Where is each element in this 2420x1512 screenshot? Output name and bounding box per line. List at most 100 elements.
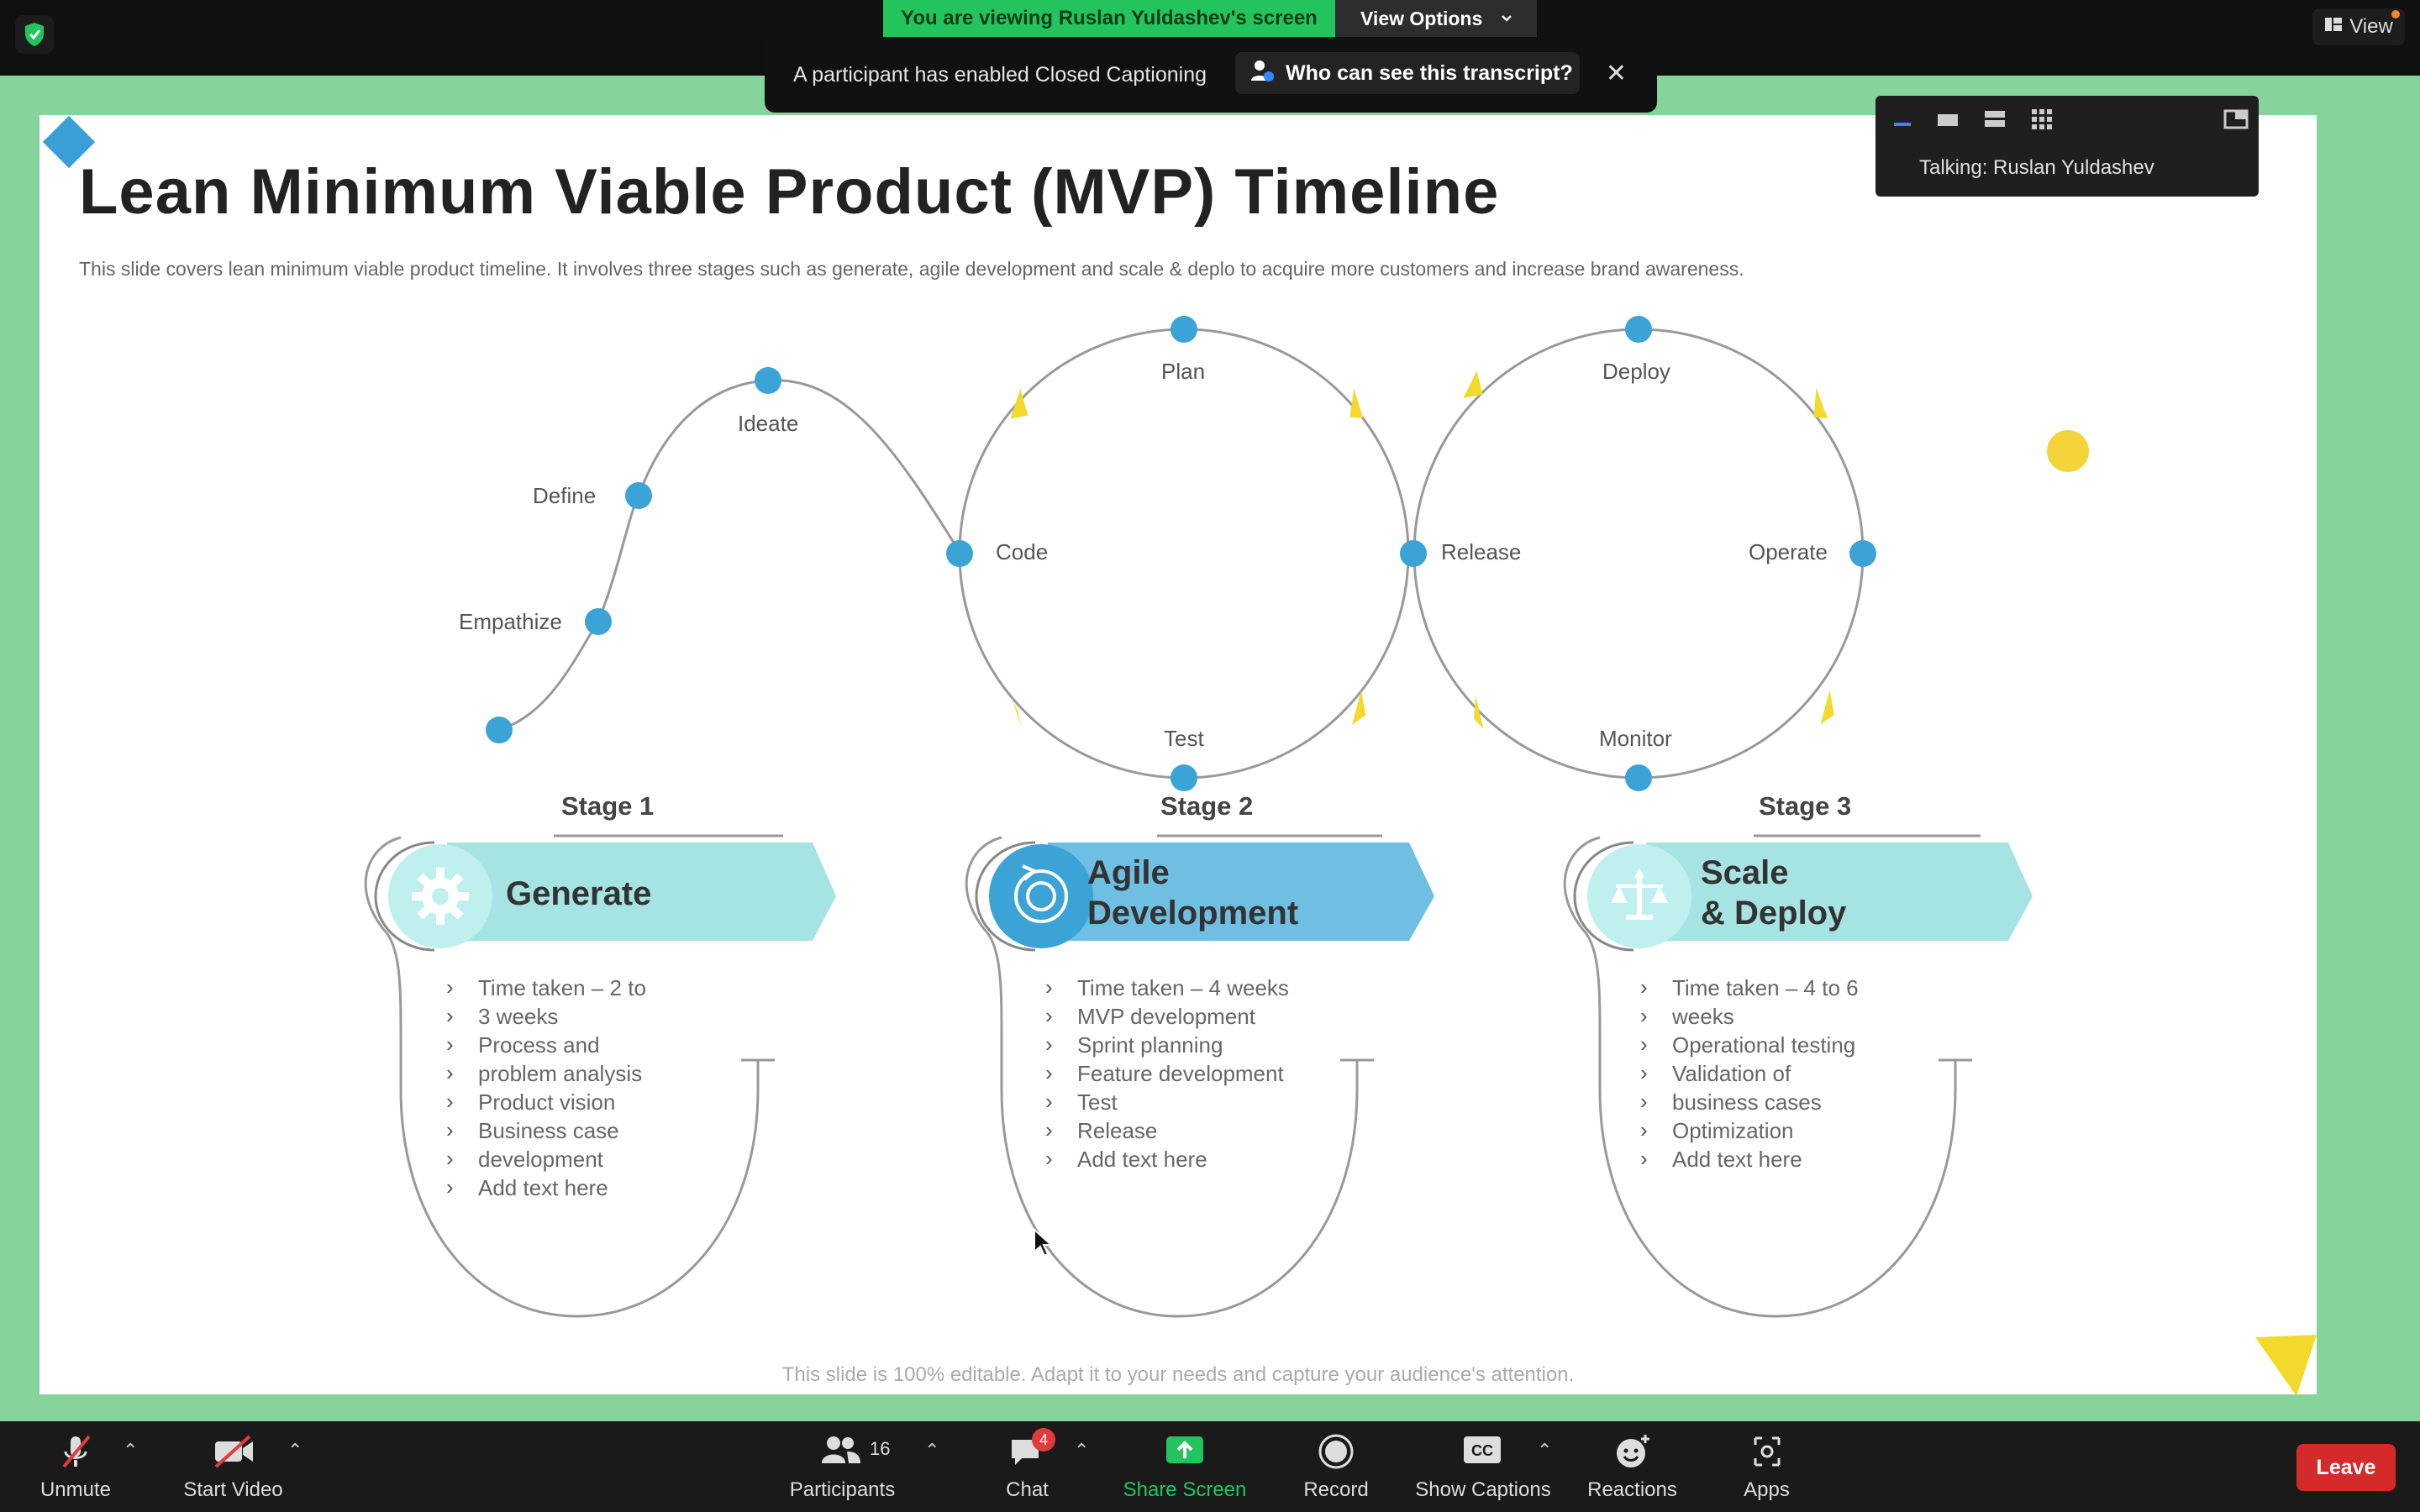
stage3-bullets: Time taken – 4 to 6 weeks Operational te… <box>1637 973 1859 1173</box>
meeting-controls-bar: Unmute ⌃ Start Video ⌃ 16 Participants ⌃… <box>0 1421 2420 1512</box>
list-item: Add text here <box>1637 1144 1859 1173</box>
unmute-label: Unmute <box>39 1478 112 1501</box>
speaker-view-icon[interactable] <box>1938 114 1958 126</box>
share-screen-icon <box>1165 1433 1205 1473</box>
list-item: Sprint planning <box>1042 1030 1289 1059</box>
exit-panel-icon[interactable] <box>2223 109 2249 129</box>
label-release: Release <box>1441 539 1522 564</box>
list-item: MVP development <box>1042 1001 1289 1031</box>
participants-button[interactable]: 16 Participants <box>781 1421 903 1512</box>
stage2-icon-circle <box>989 844 1093 948</box>
closed-captions-icon: CC <box>1462 1433 1504 1473</box>
show-captions-label: Show Captions <box>1415 1478 1551 1501</box>
close-icon[interactable]: ✕ <box>1605 60 1627 87</box>
stage2-bullets: Time taken – 4 weeks MVP development Spr… <box>1042 973 1289 1173</box>
list-item: Operational testing <box>1637 1030 1859 1059</box>
refresh-cycle-icon <box>1014 864 1068 923</box>
view-label: View <box>2349 15 2393 38</box>
label-deploy: Deploy <box>1602 359 1670 384</box>
security-shield-icon[interactable] <box>15 15 54 54</box>
notification-dot <box>2391 10 2400 18</box>
minimize-icon[interactable] <box>1894 123 1911 126</box>
shared-slide: Lean Minimum Viable Product (MVP) Timeli… <box>39 115 2317 1394</box>
speaker-view-panel: Talking: Ruslan Yuldashev <box>1876 96 2259 197</box>
meeting-top-bar: You are viewing Ruslan Yuldashev's scree… <box>0 0 2420 76</box>
chevron-down-icon <box>1498 8 1515 31</box>
mouse-cursor-icon <box>1034 1228 1054 1257</box>
list-item: Validation of <box>1637 1058 1859 1088</box>
reactions-button[interactable]: Reactions <box>1584 1421 1681 1512</box>
list-item: development <box>443 1144 646 1173</box>
muted-microphone-icon <box>57 1433 94 1476</box>
list-item: Add text here <box>443 1173 646 1202</box>
standard-view-icon[interactable] <box>1985 111 2005 127</box>
list-item: weeks <box>1637 1001 1859 1031</box>
path-nodes <box>486 316 1876 791</box>
label-define: Define <box>533 483 597 508</box>
record-label: Record <box>1303 1478 1369 1501</box>
view-options-button[interactable]: View Options <box>1335 0 1537 37</box>
leave-button[interactable]: Leave <box>2296 1444 2396 1491</box>
list-item: 3 weeks <box>443 1001 646 1031</box>
grid-view-icon <box>2324 15 2343 39</box>
list-item: Product vision <box>443 1087 646 1116</box>
stage2-heading: Stage 2 <box>1160 791 1254 821</box>
panel-layout-controls <box>1894 109 2249 129</box>
list-item: Release <box>1042 1116 1289 1145</box>
svg-text:CC: CC <box>1471 1442 1493 1459</box>
stage3-header-banner <box>1646 843 2033 941</box>
unmute-button[interactable]: Unmute <box>25 1421 126 1512</box>
stage-card-outlines <box>364 834 1981 1318</box>
decor-yellow-circle <box>2047 430 2089 472</box>
reactions-icon <box>1613 1433 1652 1476</box>
label-operate: Operate <box>1749 539 1828 564</box>
caption-message: A participant has enabled Closed Caption… <box>793 63 1207 87</box>
view-layout-button[interactable]: View <box>2312 8 2405 45</box>
label-code: Code <box>996 539 1049 564</box>
list-item: Test <box>1042 1087 1289 1116</box>
show-captions-button[interactable]: CC Show Captions <box>1412 1421 1555 1512</box>
chevron-up-icon[interactable]: ⌃ <box>123 1440 139 1461</box>
share-screen-button[interactable]: Share Screen <box>1118 1421 1252 1512</box>
viewing-screen-banner: You are viewing Ruslan Yuldashev's scree… <box>883 0 1335 37</box>
label-test: Test <box>1164 726 1204 751</box>
label-ideate: Ideate <box>738 411 799 436</box>
reactions-label: Reactions <box>1587 1478 1677 1501</box>
chat-label: Chat <box>1006 1478 1049 1501</box>
video-off-icon <box>213 1433 255 1476</box>
gear-icon <box>412 868 469 925</box>
apps-button[interactable]: Apps <box>1731 1421 1802 1512</box>
chat-badge: 4 <box>1032 1428 1055 1452</box>
participants-count: 16 <box>870 1438 891 1459</box>
gallery-view-icon[interactable] <box>2032 109 2052 129</box>
chevron-up-icon[interactable]: ⌃ <box>1537 1440 1553 1461</box>
list-item: problem analysis <box>443 1058 646 1088</box>
slide-footer: This slide is 100% editable. Adapt it to… <box>781 1363 1575 1386</box>
list-item: Time taken – 4 to 6 <box>1637 973 1859 1002</box>
label-plan: Plan <box>1161 359 1206 384</box>
share-screen-label: Share Screen <box>1123 1478 1247 1501</box>
who-can-see-transcript-button[interactable]: Who can see this transcript? <box>1235 52 1580 94</box>
record-button[interactable]: Record <box>1290 1421 1382 1512</box>
chevron-up-icon[interactable]: ⌃ <box>287 1440 303 1461</box>
chevron-up-icon[interactable]: ⌃ <box>924 1440 940 1461</box>
list-item: Business case <box>443 1116 646 1145</box>
list-item: Feature development <box>1042 1058 1289 1088</box>
transcript-button-label: Who can see this transcript? <box>1286 60 1573 85</box>
chevron-up-icon[interactable]: ⌃ <box>1074 1440 1090 1461</box>
chat-icon <box>1008 1433 1047 1476</box>
stage1-bullets: Time taken – 2 to 3 weeks Process and pr… <box>443 973 646 1202</box>
list-item: business cases <box>1637 1087 1859 1116</box>
list-item: Optimization <box>1637 1116 1859 1145</box>
caption-notification: A participant has enabled Closed Caption… <box>765 37 1657 113</box>
label-empathize: Empathize <box>459 609 562 634</box>
stage1-path-curve <box>498 379 961 732</box>
start-video-button[interactable]: Start Video <box>176 1421 290 1512</box>
list-item: Time taken – 2 to <box>443 973 646 1002</box>
chat-button[interactable]: 4 Chat <box>992 1421 1063 1512</box>
stage2-header-banner <box>1048 843 1434 941</box>
stage3-title: Scale& Deploy <box>1701 854 1847 932</box>
slide-subtitle: This slide covers lean minimum viable pr… <box>79 258 1744 280</box>
slide-diagram <box>42 115 2317 1394</box>
